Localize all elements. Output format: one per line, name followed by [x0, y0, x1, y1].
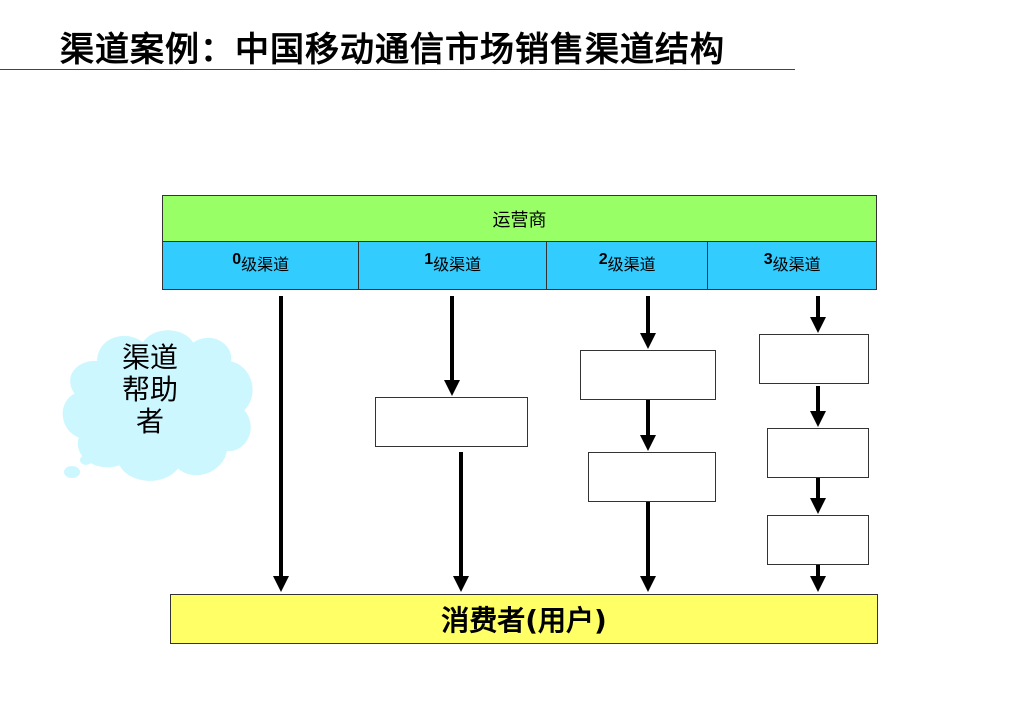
cloud-shape	[62, 330, 253, 481]
level-1-intermediary-box	[375, 397, 528, 447]
level-2-label: 级渠道	[607, 255, 656, 274]
channel-helper-text: 渠道 帮助 者	[110, 342, 190, 438]
level-3-label: 级渠道	[772, 255, 821, 274]
arrowhead	[444, 380, 460, 396]
level-0-number: 0	[232, 251, 242, 268]
arrowhead	[810, 411, 826, 427]
helper-line-3: 者	[135, 405, 164, 438]
helper-line-2: 帮助	[121, 373, 178, 406]
level-2-intermediary-box-2	[588, 452, 716, 502]
arrowhead	[810, 498, 826, 514]
level-0-label: 级渠道	[241, 255, 290, 274]
arrowhead	[453, 576, 469, 592]
level-1-number: 1	[424, 251, 434, 268]
arrowhead	[273, 576, 289, 592]
helper-line-1: 渠道	[121, 341, 178, 374]
level-3-intermediary-box-1	[759, 334, 869, 384]
operator-bar: 运营商	[162, 195, 877, 242]
level-3-intermediary-box-3	[767, 515, 869, 565]
channel-helper-cloud: 渠道 帮助 者	[58, 322, 258, 492]
arrowhead	[810, 576, 826, 592]
level-2-intermediary-box-1	[580, 350, 716, 400]
level-1-label: 级渠道	[433, 255, 482, 274]
arrowhead	[640, 333, 656, 349]
consumer-bar: 消费者(用户)	[170, 594, 878, 644]
level-2-number: 2	[598, 251, 608, 268]
title-divider	[0, 69, 795, 70]
arrowhead	[640, 435, 656, 451]
level-3-number: 3	[763, 251, 773, 268]
arrowhead	[810, 317, 826, 333]
consumer-label: 消费者(用户)	[441, 604, 607, 637]
level-3-intermediary-box-2	[767, 428, 869, 478]
page-title: 渠道案例：中国移动通信市场销售渠道结构	[60, 30, 725, 70]
operator-label: 运营商	[492, 210, 547, 231]
arrowhead	[640, 576, 656, 592]
